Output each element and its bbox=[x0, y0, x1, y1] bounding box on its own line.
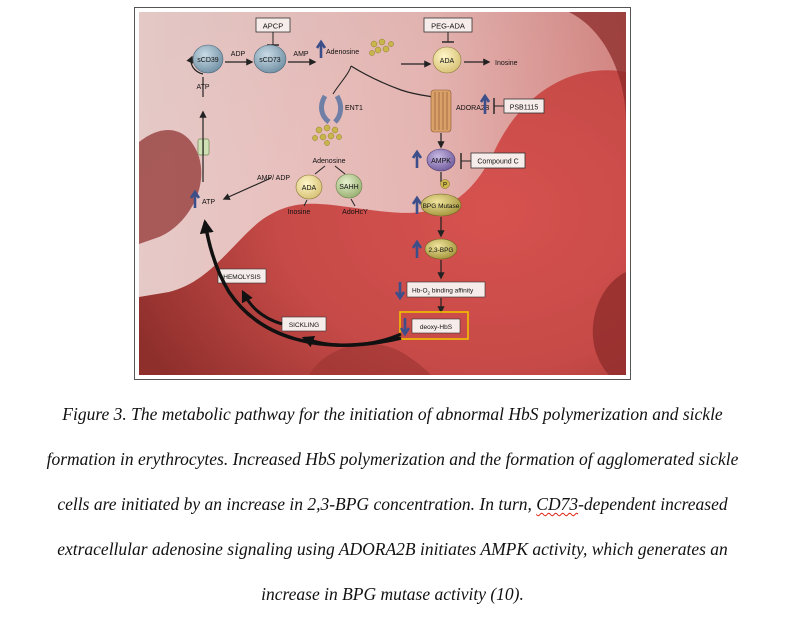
caption-line-1: Figure 3. The metabolic pathway for the … bbox=[62, 404, 723, 424]
peg-ada-label: PEG-ADA bbox=[431, 22, 465, 31]
bpg-mutase-label: BPG Mutase bbox=[423, 203, 460, 210]
caption-line-2: formation in erythrocytes. Increased HbS… bbox=[46, 449, 739, 469]
hbo2-down-arrow bbox=[394, 282, 406, 301]
figure-frame: APCP PEG-ADA sCD39 ADP sCD73 AMP Adenosi… bbox=[134, 7, 631, 380]
sickling-to-atp-arrow bbox=[199, 219, 402, 347]
caption-line-3-start: cells are initiated by an increase in 2,… bbox=[57, 494, 537, 514]
ampk-label: AMPK bbox=[431, 158, 451, 165]
ada-inner-enzyme bbox=[295, 174, 323, 200]
caption-line-5: increase in BPG mutase activity (10). bbox=[261, 584, 524, 604]
hemolysis-box bbox=[217, 268, 267, 284]
scd73-label: sCD73 bbox=[259, 57, 281, 64]
atp-top-label: ATP bbox=[196, 84, 209, 91]
deoxy-hbs-box bbox=[411, 318, 461, 334]
adenosine-uptake-line bbox=[332, 65, 352, 95]
adora2b-up-arrow bbox=[479, 93, 491, 114]
sickling-to-hemolysis-arrow bbox=[241, 289, 283, 326]
compound-c-label: Compound C bbox=[477, 159, 518, 166]
atp-left-label: ATP bbox=[202, 199, 215, 206]
ampk-up-arrow bbox=[411, 149, 423, 168]
dark-cell-bottom bbox=[309, 343, 431, 375]
scd73-enzyme bbox=[253, 44, 287, 74]
ada-top-label: ADA bbox=[440, 58, 455, 65]
ent1-label: ENT1 bbox=[345, 105, 363, 112]
caption-line-3-end: -dependent increased bbox=[578, 494, 728, 514]
apcp-label: APCP bbox=[263, 22, 283, 31]
amp-label: AMP bbox=[293, 51, 309, 58]
sahh-label: SAHH bbox=[339, 184, 358, 191]
sickling-label: SICKLING bbox=[289, 322, 319, 329]
psb1115-box bbox=[503, 98, 545, 114]
deoxy-hbs-label: deoxy-HbS bbox=[420, 324, 453, 331]
adenosine-dots-inner bbox=[312, 124, 342, 146]
psb1115-label: PSB1115 bbox=[510, 105, 539, 112]
scd39-label: sCD39 bbox=[197, 57, 219, 64]
hbo2-box bbox=[406, 281, 486, 298]
ada-top-enzyme bbox=[432, 46, 462, 74]
hbo2-label: Hb-O2 binding affinity bbox=[412, 288, 474, 296]
phosphate-icon bbox=[440, 179, 450, 189]
adenosine-dots-top bbox=[369, 38, 394, 56]
caption-line-4: extracellular adenosine signaling using … bbox=[57, 539, 728, 559]
ada-inner-label: ADA bbox=[302, 185, 317, 192]
bpg23-label: 2,3-BPG bbox=[429, 247, 454, 254]
bpg-mutase-up-arrow bbox=[411, 195, 423, 214]
adora2b-receptor bbox=[430, 89, 452, 133]
atp-up-arrow bbox=[189, 189, 201, 208]
sahh-enzyme bbox=[335, 173, 363, 199]
adp-label: ADP bbox=[231, 51, 246, 58]
hemolysis-label: HEMOLYSIS bbox=[223, 274, 261, 281]
amp-adp-label: AMP/ ADP bbox=[257, 175, 290, 182]
bpg23-up-arrow bbox=[411, 239, 423, 258]
caption-line-3: cells are initiated by an increase in 2,… bbox=[0, 482, 785, 527]
dark-cell-bottom-right bbox=[592, 272, 626, 375]
deoxy-hbs-down-arrow bbox=[399, 318, 411, 337]
ent1-transporter bbox=[319, 94, 344, 124]
bpg23-molecule bbox=[424, 238, 458, 260]
pale-cell-region bbox=[139, 12, 626, 297]
adora2b-label: ADORA2B bbox=[456, 105, 490, 112]
compound-c-box bbox=[470, 152, 526, 169]
adenosine-top-label: Adenosine bbox=[326, 49, 359, 56]
dark-cell-top-right bbox=[569, 12, 626, 122]
adenosine-up-arrow bbox=[315, 39, 327, 58]
inosine-top-label: Inosine bbox=[495, 60, 518, 67]
deoxy-hbs-highlight bbox=[399, 311, 469, 340]
bpg-mutase-enzyme bbox=[420, 193, 462, 217]
dark-cell-left bbox=[139, 130, 202, 244]
adenosine-inner-label: Adenosine bbox=[312, 158, 345, 165]
inosine-inner-label: Inosine bbox=[288, 209, 311, 216]
ampk-enzyme bbox=[426, 148, 456, 172]
atp-to-scd39-arrow bbox=[186, 55, 204, 75]
spellcheck-flagged-word: CD73 bbox=[536, 494, 579, 514]
phosphate-label: P bbox=[443, 183, 447, 189]
amp-adp-to-atp-arrow bbox=[222, 177, 272, 200]
adohcy-label: AdoHcY bbox=[342, 209, 368, 216]
figure-caption: Figure 3. The metabolic pathway for the … bbox=[0, 392, 785, 617]
pathway-figure: APCP PEG-ADA sCD39 ADP sCD73 AMP Adenosi… bbox=[139, 12, 626, 375]
